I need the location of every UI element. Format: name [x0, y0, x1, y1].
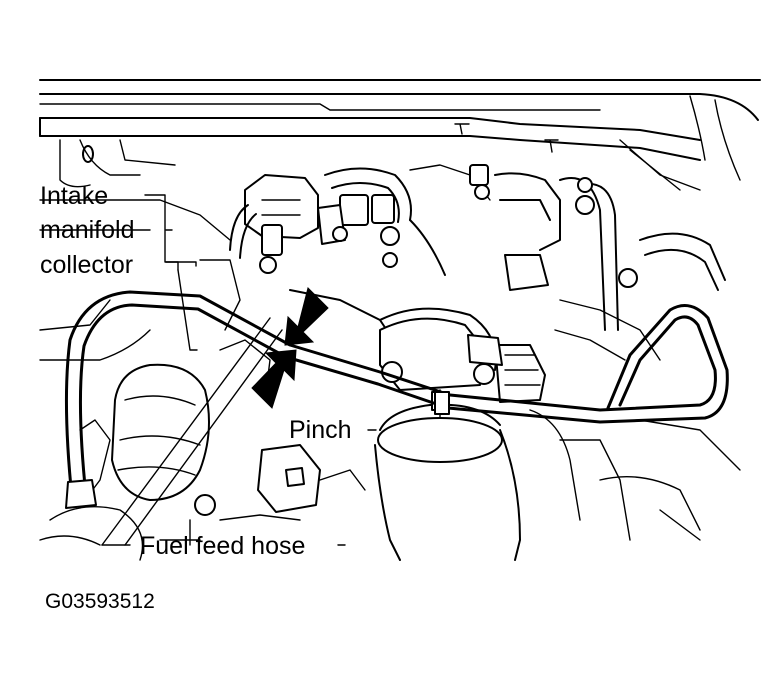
intake-manifold-label-line1: Intake — [40, 182, 108, 210]
pinch-arrows — [251, 287, 329, 409]
lower-connectors — [159, 419, 741, 546]
leader-lines — [101, 194, 377, 546]
intake-manifold-label-line3: collector — [40, 251, 133, 279]
fuel-feed-hose-label: Fuel feed hose — [140, 532, 305, 560]
fuel-rail-injectors — [229, 164, 491, 276]
figure-id: G03593512 — [45, 590, 155, 613]
pinch-label: Pinch — [289, 416, 352, 444]
intake-manifold-label-line2: manifold — [40, 216, 135, 244]
pinch-arrow-up-icon — [251, 349, 297, 409]
throttle-body-assembly — [289, 289, 631, 561]
pinch-arrow-down-icon — [284, 287, 329, 346]
fuel-feed-hose — [64, 290, 729, 509]
upper-frame-rails — [39, 79, 761, 191]
right-coolant-hoses — [494, 172, 726, 361]
